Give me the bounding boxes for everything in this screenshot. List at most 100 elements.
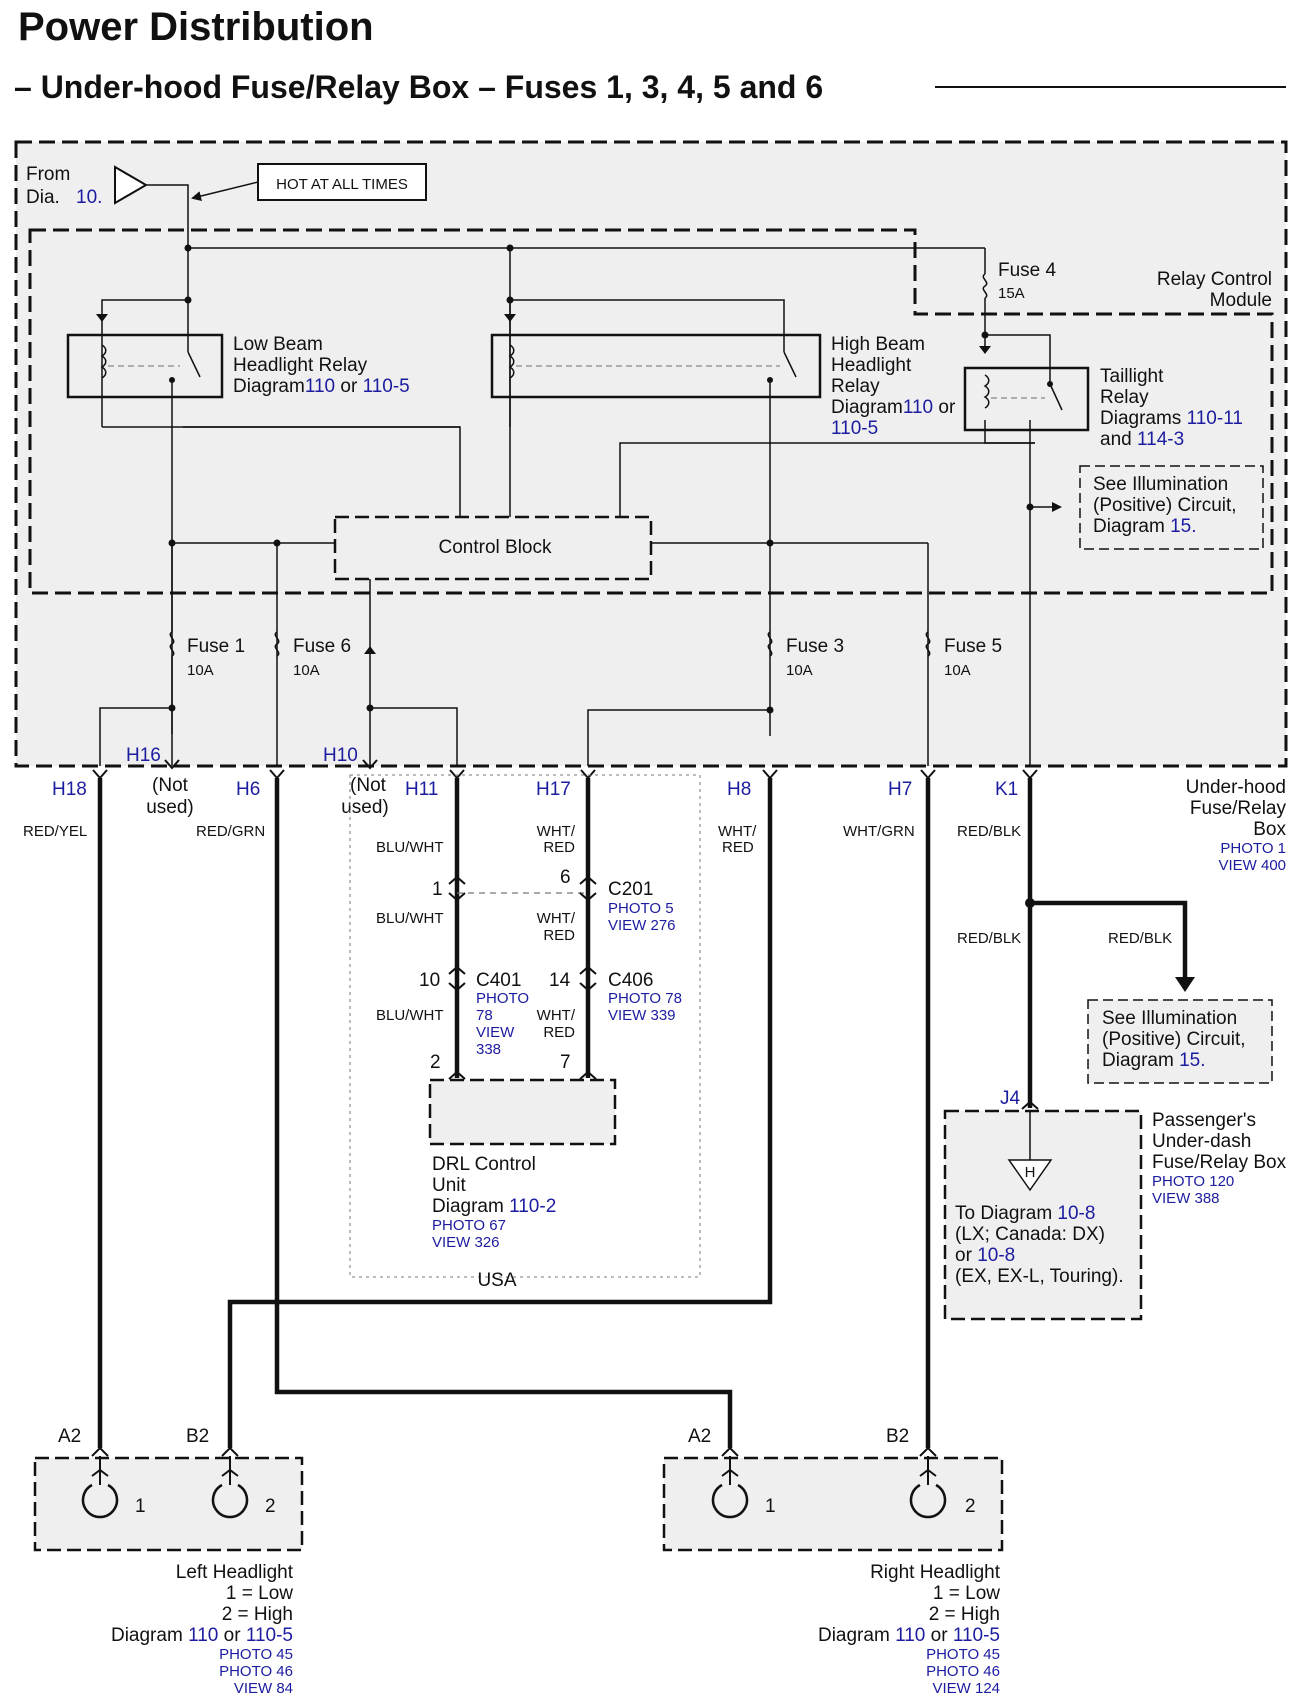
passenger-underdash-box (943, 1109, 1143, 1321)
junction-dots (168, 244, 1053, 714)
right-b2: B2 (886, 1426, 909, 1447)
ground-h-symbol (1007, 1159, 1053, 1192)
from-label: From (26, 164, 70, 185)
terminal-h6[interactable]: H6 (236, 779, 260, 800)
illumination-ref-bottom: See Illumination(Positive) Circuit,Diagr… (1102, 1008, 1246, 1071)
pin-10: 10 (419, 970, 440, 991)
wire-blu-wht-2: BLU/WHT (376, 910, 444, 927)
fuse-5-label: Fuse 5 (944, 636, 1002, 657)
left-bulb-2: 2 (265, 1496, 276, 1517)
terminal-h18[interactable]: H18 (52, 779, 87, 800)
hot-at-all-times-box (257, 163, 427, 201)
illumination-ref-box-top (1079, 465, 1264, 550)
fuse-5-rating: 10A (944, 662, 971, 679)
fuse-4-rating: 15A (998, 285, 1025, 302)
fuse-3-label: Fuse 3 (786, 636, 844, 657)
left-a2: A2 (58, 1426, 81, 1447)
dia-label: Dia. (26, 187, 60, 208)
wire-red-blk-3: RED/BLK (1108, 930, 1172, 947)
terminal-k1[interactable]: K1 (995, 779, 1018, 800)
relay-control-module (28, 228, 1274, 595)
pin-7: 7 (560, 1052, 571, 1073)
wire-blu-wht-3: BLU/WHT (376, 1007, 444, 1024)
c201-label: C201 (608, 879, 653, 900)
low-beam-relay (66, 333, 224, 399)
c406-label: C406 (608, 970, 653, 991)
high-beam-relay (490, 333, 822, 399)
page-subtitle: – Under-hood Fuse/Relay Box – Fuses 1, 3… (14, 69, 823, 105)
left-b2: B2 (186, 1426, 209, 1447)
illumination-ref-top: See Illumination(Positive) Circuit,Diagr… (1093, 474, 1237, 537)
source-diagram-link[interactable]: 10. (76, 187, 102, 208)
control-block (333, 515, 653, 581)
fuse-4-label: Fuse 4 (998, 260, 1057, 281)
terminal-h8[interactable]: H8 (727, 779, 751, 800)
wire-wht-red-3: WHT/RED (537, 1007, 576, 1041)
page-title: Power Distribution (18, 5, 374, 49)
pin-2: 2 (430, 1052, 441, 1073)
heavy-wires (97, 778, 1188, 1448)
control-block-label: Control Block (439, 537, 552, 558)
taillight-relay (963, 366, 1090, 432)
c401-label: C401 (476, 970, 521, 991)
wire-wht-grn: WHT/GRN (843, 823, 915, 840)
terminal-h17[interactable]: H17 (536, 779, 571, 800)
wire-red-blk-2: RED/BLK (957, 930, 1021, 947)
headlight-bulbs (81, 1483, 947, 1519)
to-diagram-label: To Diagram 10-8(LX; Canada: DX)or 10-8(E… (955, 1203, 1124, 1287)
wire-red-yel: RED/YEL (23, 823, 87, 840)
wire-wht-red-2: WHT/RED (537, 910, 576, 944)
right-bulb-2: 2 (965, 1496, 976, 1517)
drl-control-unit (428, 1078, 617, 1146)
terminal-h16[interactable]: H16 (126, 745, 161, 766)
right-headlight-box (662, 1456, 1004, 1552)
usa-label: USA (477, 1270, 516, 1291)
pin-1: 1 (432, 879, 443, 900)
right-a2: A2 (688, 1426, 711, 1447)
h-symbol-label: H (1025, 1164, 1036, 1181)
pin-14: 14 (549, 970, 571, 991)
illumination-ref-box-bottom (1087, 999, 1273, 1084)
wire-wht-red-1: WHT/RED (537, 823, 576, 856)
left-bulb-1: 1 (135, 1496, 146, 1517)
fuse-6-rating: 10A (293, 662, 320, 679)
terminal-j4[interactable]: J4 (1000, 1088, 1021, 1109)
fuse-3-rating: 10A (786, 662, 813, 679)
fuse-6-label: Fuse 6 (293, 636, 351, 657)
pin-6: 6 (560, 867, 571, 888)
terminal-h10[interactable]: H10 (323, 745, 358, 766)
fuse-1-label: Fuse 1 (187, 636, 245, 657)
wire-red-blk-1: RED/BLK (957, 823, 1021, 840)
usa-region (349, 774, 701, 1278)
fuse-1-rating: 10A (187, 662, 214, 679)
terminal-h11[interactable]: H11 (405, 779, 438, 800)
left-headlight-box (33, 1456, 304, 1552)
headlight-terminals (91, 1446, 937, 1485)
wire-wht-red-4: WHT/RED (718, 823, 757, 856)
hot-label: HOT AT ALL TIMES (276, 176, 408, 193)
right-bulb-1: 1 (765, 1496, 776, 1517)
source-triangle (114, 165, 148, 205)
terminal-h7[interactable]: H7 (888, 779, 912, 800)
